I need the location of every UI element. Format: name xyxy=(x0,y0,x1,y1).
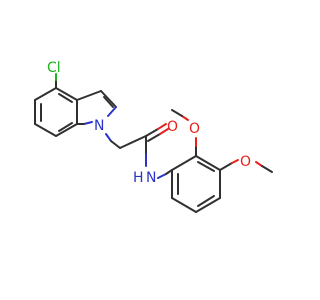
indole-nitrogen-label: N xyxy=(94,118,104,134)
indole-pyrrole-ring xyxy=(76,90,117,125)
methoxy-oxygen-top-label: O xyxy=(189,121,200,137)
n-aryl-bond xyxy=(157,173,167,179)
amide-hydrogen-label: H xyxy=(133,170,144,186)
chlorine-label: Cl xyxy=(47,60,61,76)
ch2-carbonyl-bond xyxy=(119,135,147,149)
methoxy-top xyxy=(171,109,197,157)
amide-nitrogen-label: N xyxy=(146,170,156,186)
molecule-diagram: Cl N O N H O O xyxy=(34,60,273,213)
n-ch2-bond xyxy=(105,133,112,142)
carbonyl-group xyxy=(145,123,169,142)
ch2-bond xyxy=(110,140,121,149)
methoxy-oxygen-right-label: O xyxy=(240,154,251,170)
methoxy-right xyxy=(219,159,273,173)
dimethoxyphenyl-ring xyxy=(171,155,221,213)
indole-benzene-ring xyxy=(34,87,78,137)
amide-oxygen-label: O xyxy=(167,119,178,135)
